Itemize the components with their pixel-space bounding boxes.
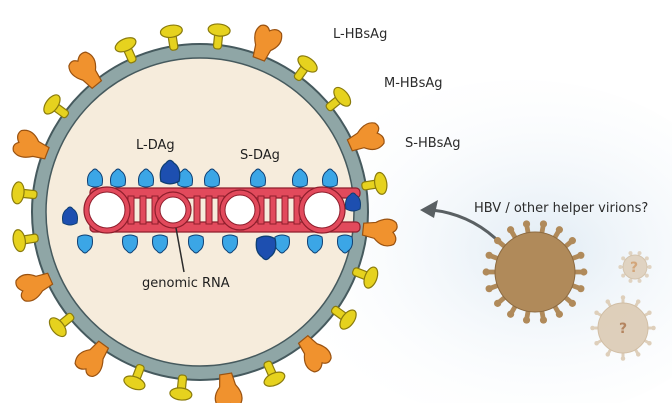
- helper-arrowhead: [420, 200, 438, 218]
- s-hbsag-protein: [123, 363, 146, 391]
- s-hbsag-protein: [330, 305, 357, 330]
- helper-arrow: [430, 208, 497, 240]
- faded-virus-icon: [590, 295, 656, 361]
- s-hbsag-protein: [293, 55, 318, 82]
- l-dag-protein: [62, 206, 78, 226]
- genomic-rna-label: genomic RNA: [142, 276, 230, 291]
- s-dag-protein: [110, 168, 126, 188]
- s-hbsag-protein: [169, 374, 193, 401]
- s-dag-protein: [122, 234, 138, 254]
- background-haze: [290, 80, 672, 403]
- unknown-virion-mark-2: ?: [619, 321, 627, 337]
- l-m-hbsag-protein: [346, 122, 385, 152]
- l-m-hbsag-protein: [12, 129, 50, 160]
- l-m-hbsag-protein: [297, 334, 332, 373]
- s-hbsag-protein: [114, 37, 137, 64]
- spiky-virus-icon: [482, 220, 588, 324]
- l-hbsag-label: L-HBsAg: [333, 27, 387, 42]
- delta-antigens: [62, 159, 361, 261]
- s-dag-protein: [337, 234, 353, 254]
- s-hbsag-protein: [11, 181, 38, 205]
- s-hbsag-label: S-HBsAg: [405, 136, 461, 151]
- genomic-rna: [83, 186, 361, 234]
- l-m-hbsag-protein: [74, 340, 110, 378]
- faded-virus-icon: [618, 251, 652, 283]
- rna-loops: [83, 186, 346, 234]
- s-dag-label: S-DAg: [240, 148, 280, 163]
- s-dag-protein: [222, 234, 238, 254]
- s-hbsag-protein: [325, 86, 352, 112]
- s-hbsag-protein: [159, 24, 183, 51]
- l-m-hbsag-protein: [252, 24, 283, 62]
- s-dag-protein: [292, 168, 308, 188]
- m-hbsag-label: M-HBsAg: [384, 76, 443, 91]
- s-hbsag-protein: [361, 171, 388, 195]
- l-m-hbsag-protein: [15, 272, 54, 302]
- l-dag-protein: [159, 159, 181, 185]
- s-dag-protein: [322, 168, 338, 188]
- s-dag-protein: [188, 234, 204, 254]
- l-m-hbsag-protein: [68, 51, 103, 90]
- s-dag-protein: [138, 168, 154, 188]
- s-hbsag-protein: [207, 23, 231, 50]
- s-hbsag-protein: [48, 312, 75, 338]
- surface-proteins: [11, 23, 398, 403]
- s-dag-protein: [250, 168, 266, 188]
- s-dag-protein: [152, 234, 168, 254]
- s-dag-protein: [274, 234, 290, 254]
- s-hbsag-protein: [12, 229, 39, 253]
- l-m-hbsag-protein: [214, 372, 243, 403]
- l-m-hbsag-protein: [361, 218, 398, 247]
- helper-virion-label: HBV / other helper virions?: [474, 201, 648, 216]
- s-hbsag-protein: [263, 360, 286, 387]
- s-hbsag-protein: [351, 266, 379, 289]
- l-dag-protein: [255, 235, 277, 261]
- s-hbsag-protein: [43, 94, 70, 119]
- unknown-virion-mark-1: ?: [630, 260, 638, 276]
- l-dag-protein: [345, 192, 361, 212]
- s-dag-protein: [87, 168, 103, 188]
- s-dag-protein: [307, 234, 323, 254]
- s-dag-protein: [77, 234, 93, 254]
- s-dag-protein: [204, 168, 220, 188]
- genomic-rna-leader: [175, 227, 185, 273]
- l-dag-label: L-DAg: [136, 138, 175, 153]
